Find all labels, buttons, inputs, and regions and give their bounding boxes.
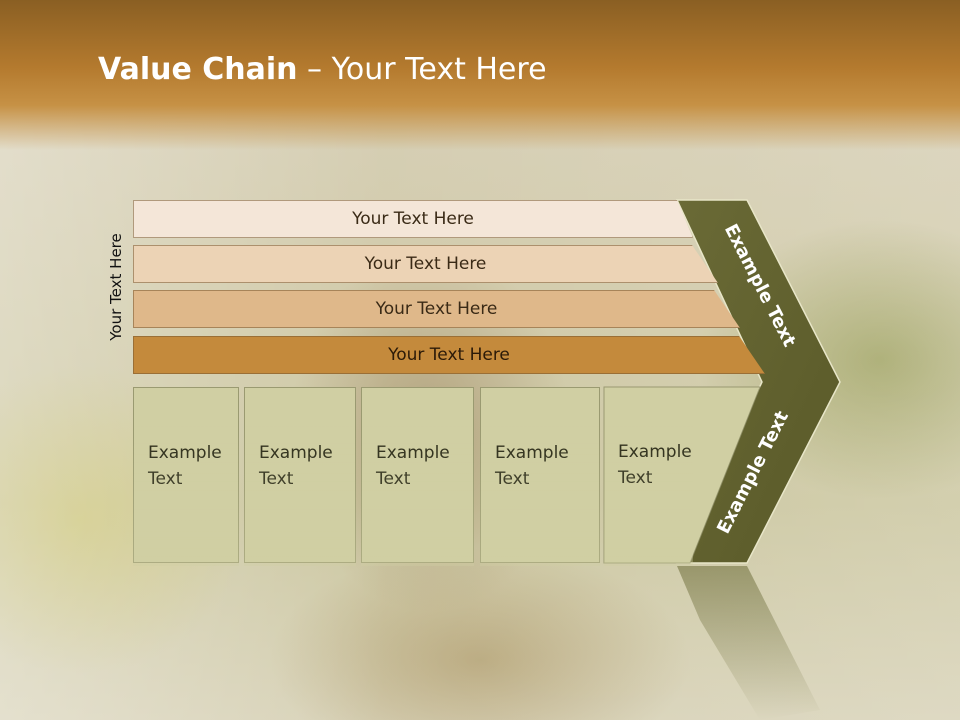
- box-4-line2: Text: [495, 466, 599, 492]
- value-bar-4: Your Text Here: [133, 336, 765, 374]
- box-2-line2: Text: [259, 466, 355, 492]
- header-band: [0, 0, 960, 150]
- bar-label-3: Your Text Here: [375, 299, 498, 319]
- box-1-line1: Example: [148, 440, 238, 466]
- content-box-5: Example Text: [604, 387, 694, 563]
- chevron-reflection: [677, 566, 820, 720]
- bar-label-4: Your Text Here: [388, 345, 510, 365]
- content-box-3: Example Text: [361, 387, 474, 563]
- content-box-4: Example Text: [480, 387, 600, 563]
- box-5-line2: Text: [618, 465, 694, 491]
- box-3-line1: Example: [376, 440, 473, 466]
- box-1-line2: Text: [148, 466, 238, 492]
- chevron-shape: [675, 199, 841, 564]
- value-bar-1: Your Text Here: [133, 200, 693, 238]
- slide-title: Value Chain – Your Text Here: [98, 52, 547, 87]
- value-bar-2: Your Text Here: [133, 245, 718, 283]
- title-rest: – Your Text Here: [297, 52, 547, 87]
- box-4-line1: Example: [495, 440, 599, 466]
- bar-label-1: Your Text Here: [352, 209, 474, 229]
- last-box-point: [603, 386, 761, 564]
- box-2-line1: Example: [259, 440, 355, 466]
- value-bar-3: Your Text Here: [133, 290, 740, 328]
- title-bold: Value Chain: [98, 52, 298, 87]
- content-box-1: Example Text: [133, 387, 239, 563]
- content-box-2: Example Text: [244, 387, 356, 563]
- box-3-line2: Text: [376, 466, 473, 492]
- box-5-line1: Example: [618, 439, 694, 465]
- bar-label-2: Your Text Here: [364, 254, 487, 274]
- boxes-reflection: [133, 416, 693, 566]
